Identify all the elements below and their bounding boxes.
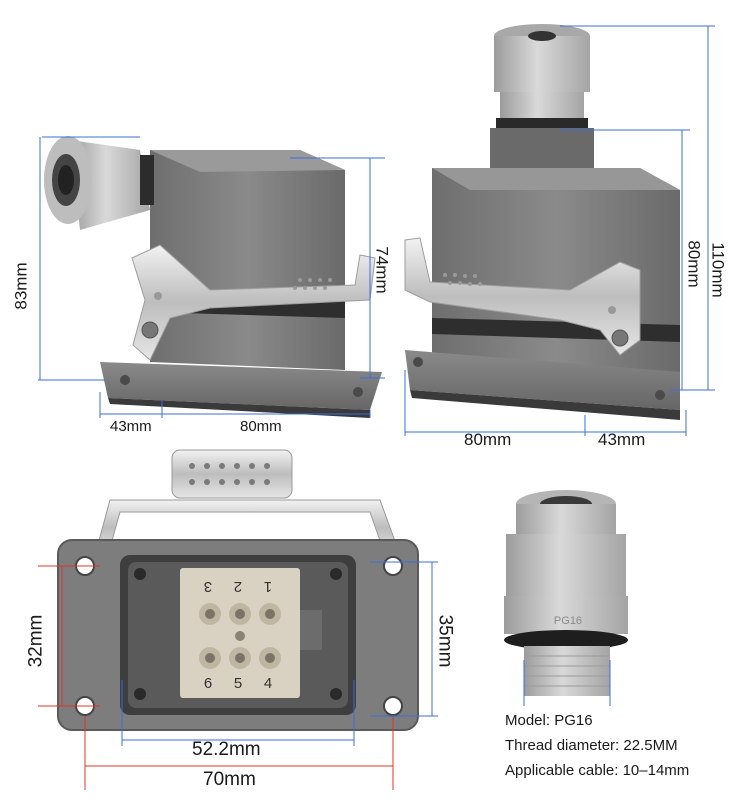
insert-number: 5 xyxy=(234,675,242,692)
cable-gland-pg16: PG16 xyxy=(504,490,628,696)
mounting-hole xyxy=(383,696,403,716)
connector-top-entry xyxy=(404,24,680,420)
spec-thread-diameter: Thread diameter: 22.5MM xyxy=(505,737,678,754)
dim-label-43mm-right: 43mm xyxy=(598,430,646,449)
insert-number: 4 xyxy=(264,675,272,692)
base-plate xyxy=(100,362,382,410)
gland-marking: PG16 xyxy=(554,615,582,627)
dim-label-80mm-right-vertical: 80mm xyxy=(684,240,704,288)
connector-side-left xyxy=(44,136,382,418)
dim-label-80mm-left: 80mm xyxy=(240,418,282,435)
dim-label-52-2mm: 52.2mm xyxy=(192,739,261,760)
dimension-lines-left xyxy=(38,136,385,418)
insert-number: 2 xyxy=(234,578,242,595)
dim-label-74mm: 74mm xyxy=(372,246,392,294)
dim-label-110mm: 110mm xyxy=(708,242,728,298)
dimension-lines-front xyxy=(38,561,438,790)
mounting-hole xyxy=(383,556,403,576)
spec-model: Model: PG16 xyxy=(505,712,593,729)
locking-lever xyxy=(404,237,641,356)
insert-number: 1 xyxy=(264,578,272,595)
insert-numbers: 3 2 1 6 5 4 xyxy=(204,578,272,692)
spec-applicable-cable: Applicable cable: 10–14mm xyxy=(505,762,690,779)
insert-number: 6 xyxy=(204,675,212,692)
insert-number: 3 xyxy=(204,578,212,595)
housing-body xyxy=(150,150,345,370)
dim-label-35mm: 35mm xyxy=(434,614,456,668)
connector-front-view xyxy=(57,449,419,731)
cable-gland-top xyxy=(490,24,594,168)
dim-label-70mm: 70mm xyxy=(203,769,256,790)
dim-label-83mm: 83mm xyxy=(11,262,31,310)
dim-label-32mm: 32mm xyxy=(25,614,47,668)
dim-label-80mm-right: 80mm xyxy=(464,430,512,449)
dim-label-43mm-left: 43mm xyxy=(110,418,152,435)
dimension-lines-right xyxy=(404,25,715,436)
cable-gland xyxy=(44,136,154,230)
gland-dimension-lines xyxy=(523,660,611,706)
base-plate xyxy=(405,350,680,410)
